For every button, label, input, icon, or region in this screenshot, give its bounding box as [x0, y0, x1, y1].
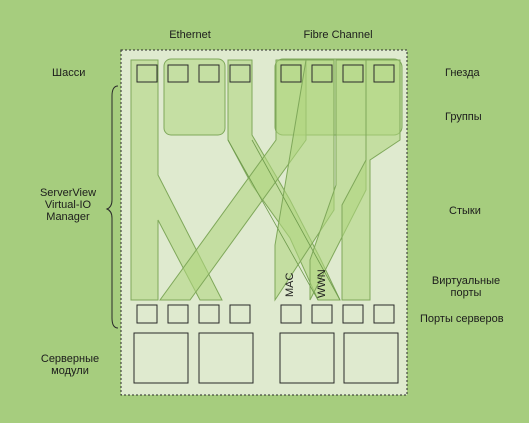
server-port-1	[136, 304, 158, 324]
fibre-channel-label: Fibre Channel	[303, 29, 373, 41]
sockets-label: Гнезда	[445, 67, 480, 79]
manager-label: ServerView Virtual-IO Manager	[39, 187, 97, 223]
server-port-8	[373, 304, 395, 324]
socket-eth-2	[167, 64, 189, 83]
server-port-3	[198, 304, 220, 324]
server-port-7	[342, 304, 364, 324]
path-edge-1	[251, 139, 341, 301]
ethernet-socket-group	[163, 58, 226, 136]
socket-fc-1	[280, 64, 302, 83]
server-module-3	[279, 332, 335, 384]
server-port-2	[167, 304, 189, 324]
mac-label: MAC	[284, 273, 296, 298]
ethernet-label: Ethernet	[169, 29, 211, 41]
wwn-label: WWN	[316, 269, 328, 298]
server-port-6	[311, 304, 333, 324]
manager-bracket	[105, 85, 119, 329]
server-modules-label: Серверные модули	[40, 353, 100, 377]
chassis-label: Шасси	[52, 67, 86, 79]
joints-label: Стыки	[449, 205, 481, 217]
socket-eth-1	[136, 64, 158, 83]
socket-fc-4	[373, 64, 395, 83]
server-module-1	[133, 332, 189, 384]
path-edge-2	[227, 139, 319, 301]
socket-eth-4	[229, 64, 251, 83]
path-eth-1	[130, 59, 223, 301]
path-fc-4	[341, 59, 401, 301]
groups-label: Группы	[445, 111, 482, 123]
socket-fc-3	[342, 64, 364, 83]
server-port-4	[229, 304, 251, 324]
server-port-5	[280, 304, 302, 324]
server-ports-label: Порты серверов	[420, 313, 504, 325]
server-module-2	[198, 332, 254, 384]
socket-fc-2	[311, 64, 333, 83]
path-fc-2	[274, 59, 335, 302]
server-module-4	[343, 332, 399, 384]
virtual-ports-label: Виртуальные порты	[431, 275, 501, 299]
socket-eth-3	[198, 64, 220, 83]
